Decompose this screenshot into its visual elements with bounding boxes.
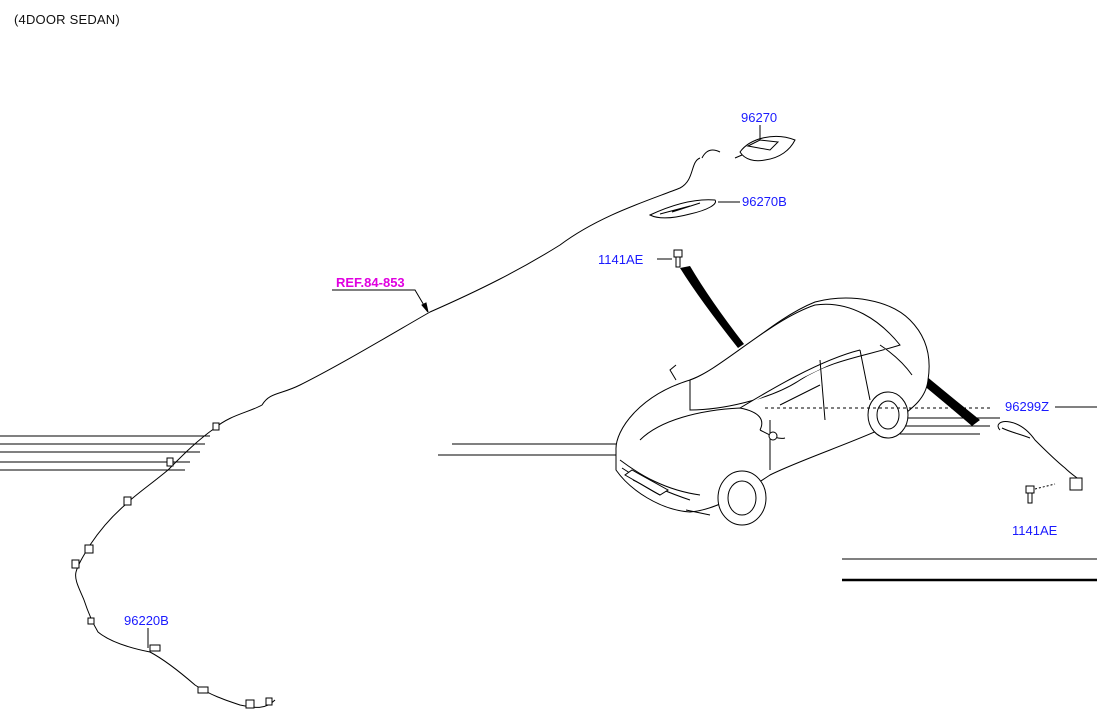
vehicle-variant-label: (4DOOR SEDAN) [14,12,120,27]
antenna-feeder-cable[interactable] [71,149,721,709]
extension-cable-part[interactable] [997,421,1083,491]
bolt-right-part[interactable] [1025,483,1056,504]
pointer-roof-swoosh [680,266,744,348]
reference-leader [332,289,429,313]
bolt-top-part[interactable] [673,249,683,268]
center-rule-lines [438,443,616,456]
right-rule-lines [842,417,1097,582]
part-label-96220[interactable]: 96220B [124,613,169,628]
sedan-car-illustration [615,297,930,526]
left-rule-lines [0,435,210,471]
part-label-96299Z[interactable]: 96299Z [1005,399,1050,414]
antenna-base-part[interactable] [648,199,717,219]
part-label-1141AE-right[interactable]: 1141AE [1012,523,1058,538]
roof-antenna-part[interactable] [734,135,796,162]
reference-link[interactable]: REF.84-853 [336,275,405,290]
part-label-1141AE-top[interactable]: 1141AE [598,252,644,267]
part-label-96270[interactable]: 96270 [741,110,778,125]
part-label-96270B[interactable]: 96270B [742,194,787,209]
